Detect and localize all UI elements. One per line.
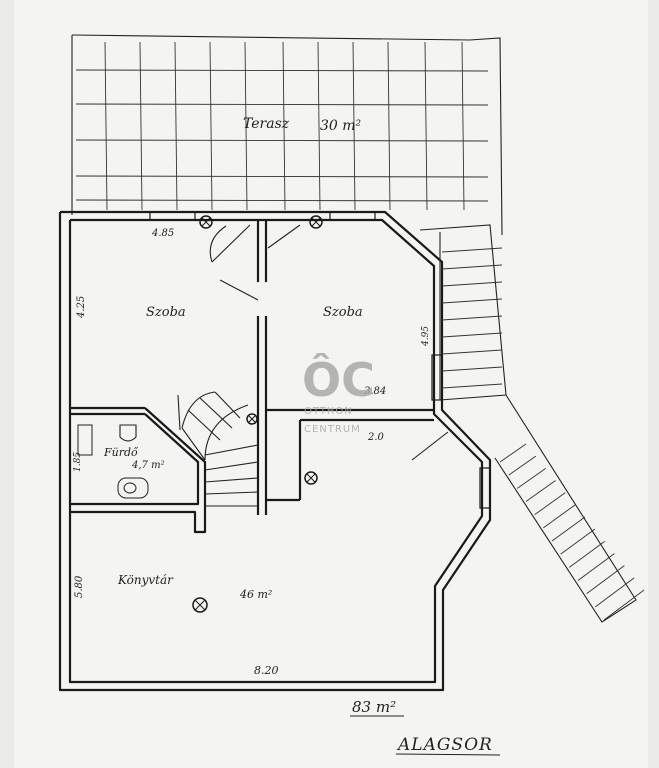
stair-tread bbox=[441, 264, 503, 270]
ceiling-lights bbox=[192, 215, 323, 613]
watermark-line2: CENTRUM bbox=[304, 424, 361, 435]
stair-tread bbox=[586, 565, 625, 595]
terrace-grid bbox=[71, 34, 503, 236]
dimension-room2-bottom: 3.84 bbox=[364, 386, 386, 397]
terrace-grid-line bbox=[75, 103, 489, 106]
stair-tread bbox=[560, 528, 596, 555]
dimension-library-side: 5.80 bbox=[74, 575, 85, 598]
terrace-grid-line bbox=[424, 41, 428, 211]
floor-name: ALAGSOR bbox=[396, 735, 493, 755]
stair-tread bbox=[525, 480, 556, 502]
stair-tread bbox=[603, 589, 645, 621]
stair-tread bbox=[543, 504, 576, 529]
stair-tread bbox=[441, 247, 503, 253]
terrace-grid-line bbox=[387, 41, 391, 211]
terrace-grid-line bbox=[75, 199, 489, 202]
terrace-label: Terasz bbox=[243, 116, 290, 132]
stair-tread bbox=[517, 467, 546, 489]
terrace-grid-line bbox=[244, 41, 248, 211]
stair-tread bbox=[441, 298, 503, 304]
stair-tread bbox=[441, 281, 503, 287]
watermark-line1: OTTHON bbox=[304, 406, 353, 417]
terrace-grid-line bbox=[139, 41, 143, 211]
paper-edge-left bbox=[0, 0, 14, 768]
stair-tread bbox=[441, 349, 503, 355]
dimension-hall: 2.0 bbox=[367, 432, 385, 443]
stair-tread bbox=[551, 516, 586, 542]
bathroom-label: Fürdő bbox=[103, 446, 139, 459]
terrace-grid-line bbox=[209, 41, 213, 211]
dimension-left: 4.25 bbox=[76, 296, 87, 319]
stair-tread bbox=[441, 315, 503, 321]
stair-tread bbox=[441, 332, 503, 338]
stair-tread bbox=[499, 443, 527, 463]
stair-tread bbox=[569, 540, 605, 568]
terrace-grid-line bbox=[317, 41, 321, 211]
terrace-grid-line bbox=[282, 41, 286, 211]
paper-edge-right bbox=[648, 0, 659, 768]
room2-label: Szoba bbox=[323, 305, 363, 320]
terrace-grid-line bbox=[75, 69, 489, 72]
stair-tread bbox=[595, 577, 635, 608]
stair-tread bbox=[577, 553, 615, 581]
stair-tread bbox=[441, 366, 503, 372]
total-area: 83 m² bbox=[352, 698, 396, 716]
terrace-grid-line bbox=[461, 41, 465, 211]
door-swings bbox=[209, 224, 449, 461]
library-area: 46 m² bbox=[239, 588, 272, 601]
bathroom-area: 4,7 m² bbox=[131, 460, 165, 471]
bathroom-fixtures bbox=[77, 424, 149, 499]
dimension-bottom: 8.20 bbox=[254, 664, 279, 677]
internal-staircase bbox=[177, 391, 259, 507]
terrace-grid-line bbox=[104, 41, 108, 211]
stair-tread bbox=[441, 383, 503, 389]
interior-walls bbox=[70, 211, 491, 534]
terrace-grid-line bbox=[352, 41, 356, 211]
dimension-room2-side: 4.95 bbox=[421, 326, 431, 347]
stair-tread bbox=[508, 455, 537, 476]
dimension-top: 4.85 bbox=[151, 228, 174, 239]
watermark-logo-mark: ÔC bbox=[302, 353, 375, 407]
terrace-grid-line bbox=[75, 139, 489, 142]
stair-tread bbox=[534, 492, 566, 516]
room1-label: Szoba bbox=[146, 305, 186, 320]
library-label: Könyvtár bbox=[117, 573, 174, 587]
terrace-area: 30 m² bbox=[320, 118, 362, 134]
floor-name-underline bbox=[395, 753, 501, 756]
terrace-outline bbox=[71, 34, 503, 236]
exterior-stairs-lower bbox=[494, 394, 645, 623]
exterior-stairs-upper bbox=[419, 224, 507, 401]
dimension-bath-side: 1.85 bbox=[73, 452, 83, 472]
terrace-grid-line bbox=[174, 41, 178, 211]
terrace-grid-line bbox=[75, 175, 489, 178]
watermark-logo: ÔC OTTHON CENTRUM bbox=[302, 353, 375, 435]
